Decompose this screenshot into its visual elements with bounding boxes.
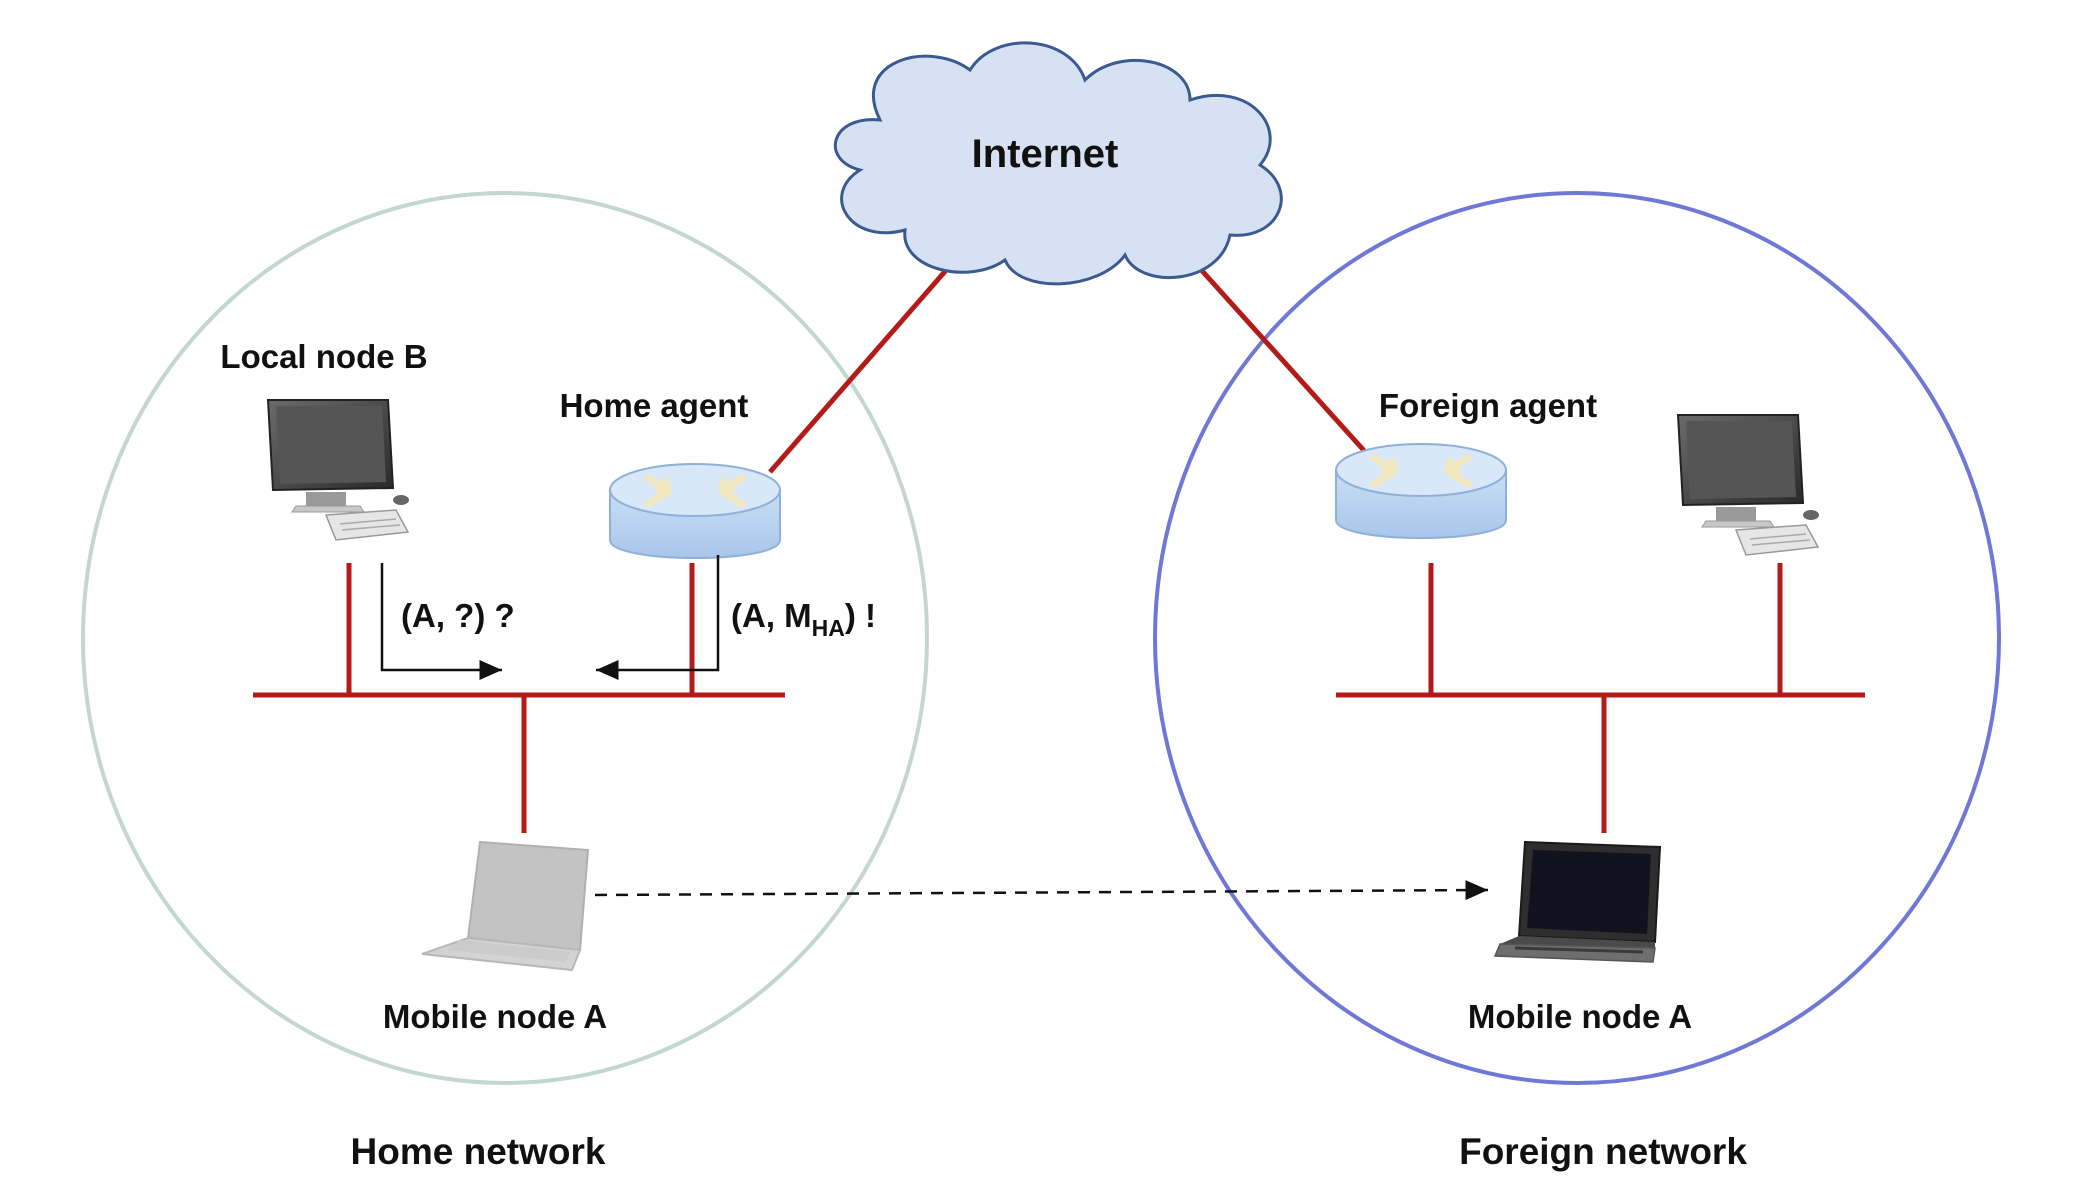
foreign-mobile-node-label: Mobile node A <box>1468 998 1692 1035</box>
laptop-icon <box>1493 840 1662 963</box>
migration-arrow <box>594 880 1489 901</box>
foreign-agent-label: Foreign agent <box>1379 387 1597 424</box>
home-internet-link <box>768 266 950 474</box>
query-arrow <box>380 563 502 680</box>
desktop-computer-icon <box>1676 414 1820 556</box>
home-network-circle <box>81 191 929 1085</box>
foreign-network-circle <box>1153 191 2001 1085</box>
home-network-caption: Home network <box>351 1131 606 1172</box>
router-icon <box>609 463 781 559</box>
desktop-computer-icon <box>266 399 410 541</box>
home-agent-label: Home agent <box>560 387 749 424</box>
cloud-icon <box>833 41 1283 286</box>
reply-label: (A, MHA) ! <box>731 597 876 641</box>
query-label: (A, ?) ? <box>401 597 515 634</box>
foreign-network-caption: Foreign network <box>1459 1131 1747 1172</box>
router-icon <box>1335 443 1507 539</box>
local-node-b-label: Local node B <box>220 338 427 375</box>
internet-label: Internet <box>972 132 1119 176</box>
home-mobile-node-label: Mobile node A <box>383 998 607 1035</box>
foreign-internet-link <box>1184 251 1370 457</box>
laptop-icon <box>421 840 590 972</box>
reply-arrow <box>596 555 720 680</box>
